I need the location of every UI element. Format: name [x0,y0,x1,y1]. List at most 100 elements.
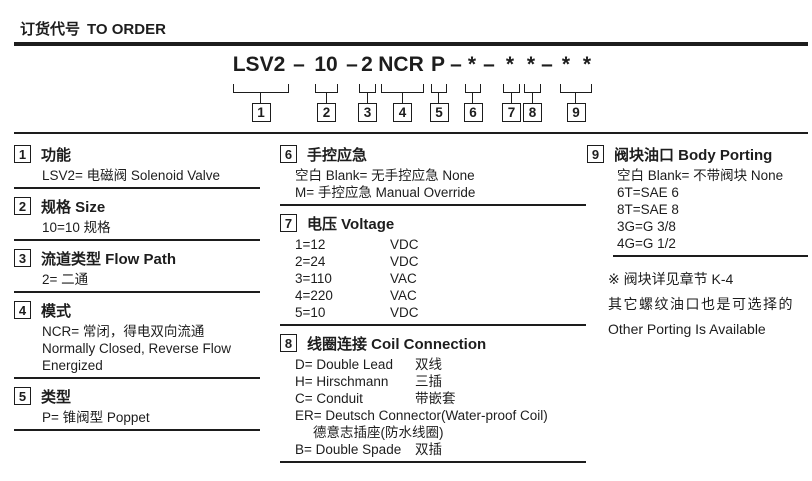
code-bracket-stem-8 [531,92,533,103]
section-title: 手控应急 [307,146,368,164]
code-bracket-stem-3 [366,92,368,103]
code-dash: – [483,53,495,76]
text-line: 空白 Blank= 不带阀块 None [617,168,784,183]
option-description: VDC [390,305,419,320]
page-title-cn: 订货代号 [20,21,81,38]
code-star: * [467,53,477,76]
section-divider [280,204,586,206]
code-group-number-3: 3 [358,103,377,122]
option-code: 5=10 [295,305,326,320]
section-number-box: 1 [14,145,31,163]
section-title: 线圈连接 Coil Connection [307,335,487,353]
text-line: 8T=SAE 8 [617,202,679,217]
code-group-number-8: 8 [523,103,542,122]
section-title: 规格 Size [41,198,106,216]
option-description: 带嵌套 [415,391,456,406]
option-code: 3=110 [295,271,332,286]
section-divider [14,239,260,241]
code-bracket-stem-2 [325,92,327,103]
section-title: 电压 Voltage [307,215,395,233]
text-line: Other Porting Is Available [608,321,766,337]
code-dash: – [293,53,305,76]
section-divider [14,429,260,431]
option-code: D= Double Lead [295,357,393,372]
text-line: 空白 Blank= 无手控应急 None [295,168,475,183]
option-description: VAC [390,271,417,286]
option-row: 3=110 VAC [295,270,586,287]
code-group-number-4: 4 [393,103,412,122]
code-dash: – [450,53,462,76]
code-segment-text: LSV2 [232,53,286,76]
code-bracket-stem-9 [575,92,577,103]
page-title-en: TO ORDER [87,21,166,38]
section-1: 1 功能 LSV2= 电磁阀 Solenoid Valve [14,143,260,189]
text-line: 3G=G 3/8 [617,219,676,234]
text-line: 2= 二通 [42,272,89,287]
section-number-box: 7 [280,214,297,232]
option-code: C= Conduit [295,391,363,406]
section-number-box: 4 [14,301,31,319]
code-bracket-stem-6 [472,92,474,103]
option-code: 2=24 [295,254,326,269]
text-line: 10=10 规格 [42,220,111,235]
code-group-number-1: 1 [251,103,271,122]
section-title: 阀块油口 Body Porting [614,146,773,164]
option-row: 4=220 VAC [295,287,586,304]
text-line: Energized [42,358,103,373]
text-line: LSV2= 电磁阀 Solenoid Valve [42,168,220,183]
section-1-header: 1 功能 [14,143,260,165]
code-bracket-stem-5 [438,92,440,103]
section-body: P= 锥阀型 Poppet [14,409,260,426]
option-code: 4=220 [295,288,333,303]
code-star: * [526,53,536,76]
code-star: * [561,53,571,76]
code-group-number-5: 5 [429,103,449,122]
option-row: 5=10 VDC [295,304,586,321]
section-body: LSV2= 电磁阀 Solenoid Valve [14,167,260,184]
section-number-box: 3 [14,249,31,267]
code-bracket-stem-7 [510,92,512,103]
section-divider [280,324,586,326]
diagram-divider-rule [14,132,808,134]
section-title: 功能 [41,146,72,164]
section-7-header: 7 电压 Voltage [280,212,586,234]
text-line: 6T=SAE 6 [617,185,679,200]
section-number-box: 6 [280,145,297,163]
code-group-number-2: 2 [317,103,336,122]
code-segment-text: 2 [361,53,373,76]
code-group-number-9: 9 [566,103,586,122]
section-body: 2= 二通 [14,271,260,288]
section-divider [14,187,260,189]
option-code: H= Hirschmann [295,374,389,389]
code-segment-text: P [430,53,446,76]
section-divider [613,255,808,257]
section-6-header: 6 手控应急 [280,143,586,165]
option-description: 双插 [415,442,442,457]
option-description: VAC [390,288,417,303]
header-rule [14,42,808,46]
text-line: 德意志插座(防水线圈) [313,425,444,440]
option-code: 1=12 [295,237,326,252]
code-bracket-stem-4 [401,92,403,103]
code-group-number-6: 6 [463,103,483,122]
text-line: ※ 阀块详见章节 K-4 [608,271,734,287]
